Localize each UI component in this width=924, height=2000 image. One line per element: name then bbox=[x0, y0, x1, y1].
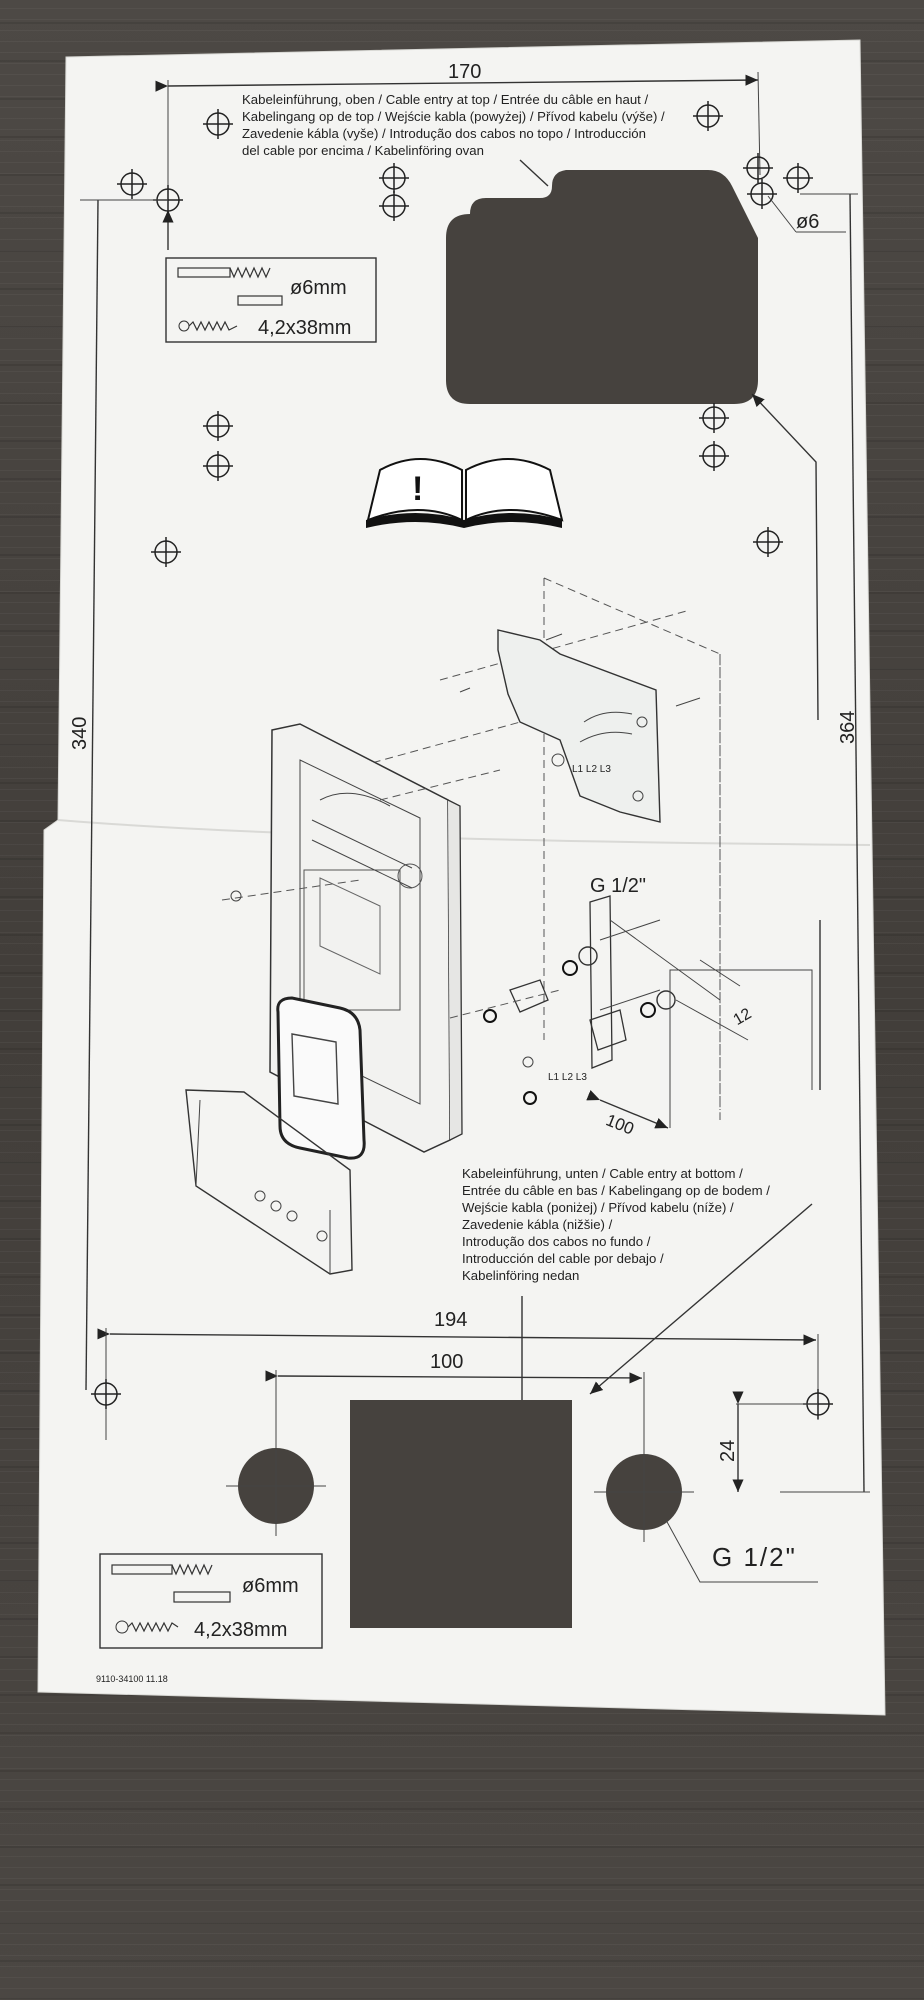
top-cable-cutout bbox=[446, 170, 758, 404]
exploded-assembly-diagram: L1 L2 L3 bbox=[185, 577, 813, 1275]
water-heater-unit bbox=[185, 723, 463, 1275]
document-code: 9110-34100 11.18 bbox=[96, 1674, 168, 1684]
terminal-label-a: L1 L2 L3 bbox=[572, 764, 611, 775]
cable-entry-top-caption: Kabeleinführung, oben / Cable entry at t… bbox=[242, 92, 668, 158]
dim-left-height: 340 bbox=[69, 717, 91, 750]
hole-diameter-label: ø6 bbox=[796, 211, 819, 233]
mounting-bracket: L1 L2 L3 bbox=[497, 629, 661, 823]
fixings-box-top: ø6mm 4,2x38mm bbox=[165, 257, 377, 343]
screw-size-top: 4,2x38mm bbox=[258, 317, 351, 339]
dim-top-width: 170 bbox=[448, 61, 481, 83]
read-manual-icon: ! bbox=[366, 458, 564, 528]
plug-icon bbox=[237, 295, 283, 306]
dim-right-height: 364 bbox=[837, 711, 859, 744]
cable-entry-bottom-caption: Kabeleinführung, unten / Cable entry at … bbox=[462, 1166, 774, 1283]
dim-bottom-offset: 24 bbox=[717, 1440, 739, 1462]
dowel-size-top: ø6mm bbox=[290, 277, 347, 299]
pipe-thread-bottom-label: G 1/2" bbox=[712, 1542, 797, 1572]
svg-text:!: ! bbox=[412, 470, 423, 508]
dim-bottom-inner: 100 bbox=[430, 1351, 463, 1373]
screw-icon bbox=[178, 320, 238, 332]
plug-icon bbox=[173, 1591, 231, 1603]
dowel-size-bottom: ø6mm bbox=[242, 1575, 299, 1597]
screw-icon bbox=[115, 1620, 179, 1634]
fixings-box-bottom: ø6mm 4,2x38mm bbox=[99, 1553, 323, 1649]
dim-bottom-width: 194 bbox=[434, 1309, 467, 1331]
terminal-label-b: L1 L2 L3 bbox=[548, 1072, 587, 1083]
pipe-thread-diagram-label: G 1/2" bbox=[590, 875, 646, 897]
screw-size-bottom: 4,2x38mm bbox=[194, 1619, 287, 1641]
dowel-icon bbox=[111, 1563, 213, 1576]
dim-diagram-depth: 12 bbox=[731, 1005, 755, 1029]
water-connection-parts: L1 L2 L3 bbox=[483, 895, 749, 1105]
dowel-icon bbox=[177, 266, 271, 279]
bottom-cable-cutout bbox=[350, 1400, 572, 1628]
